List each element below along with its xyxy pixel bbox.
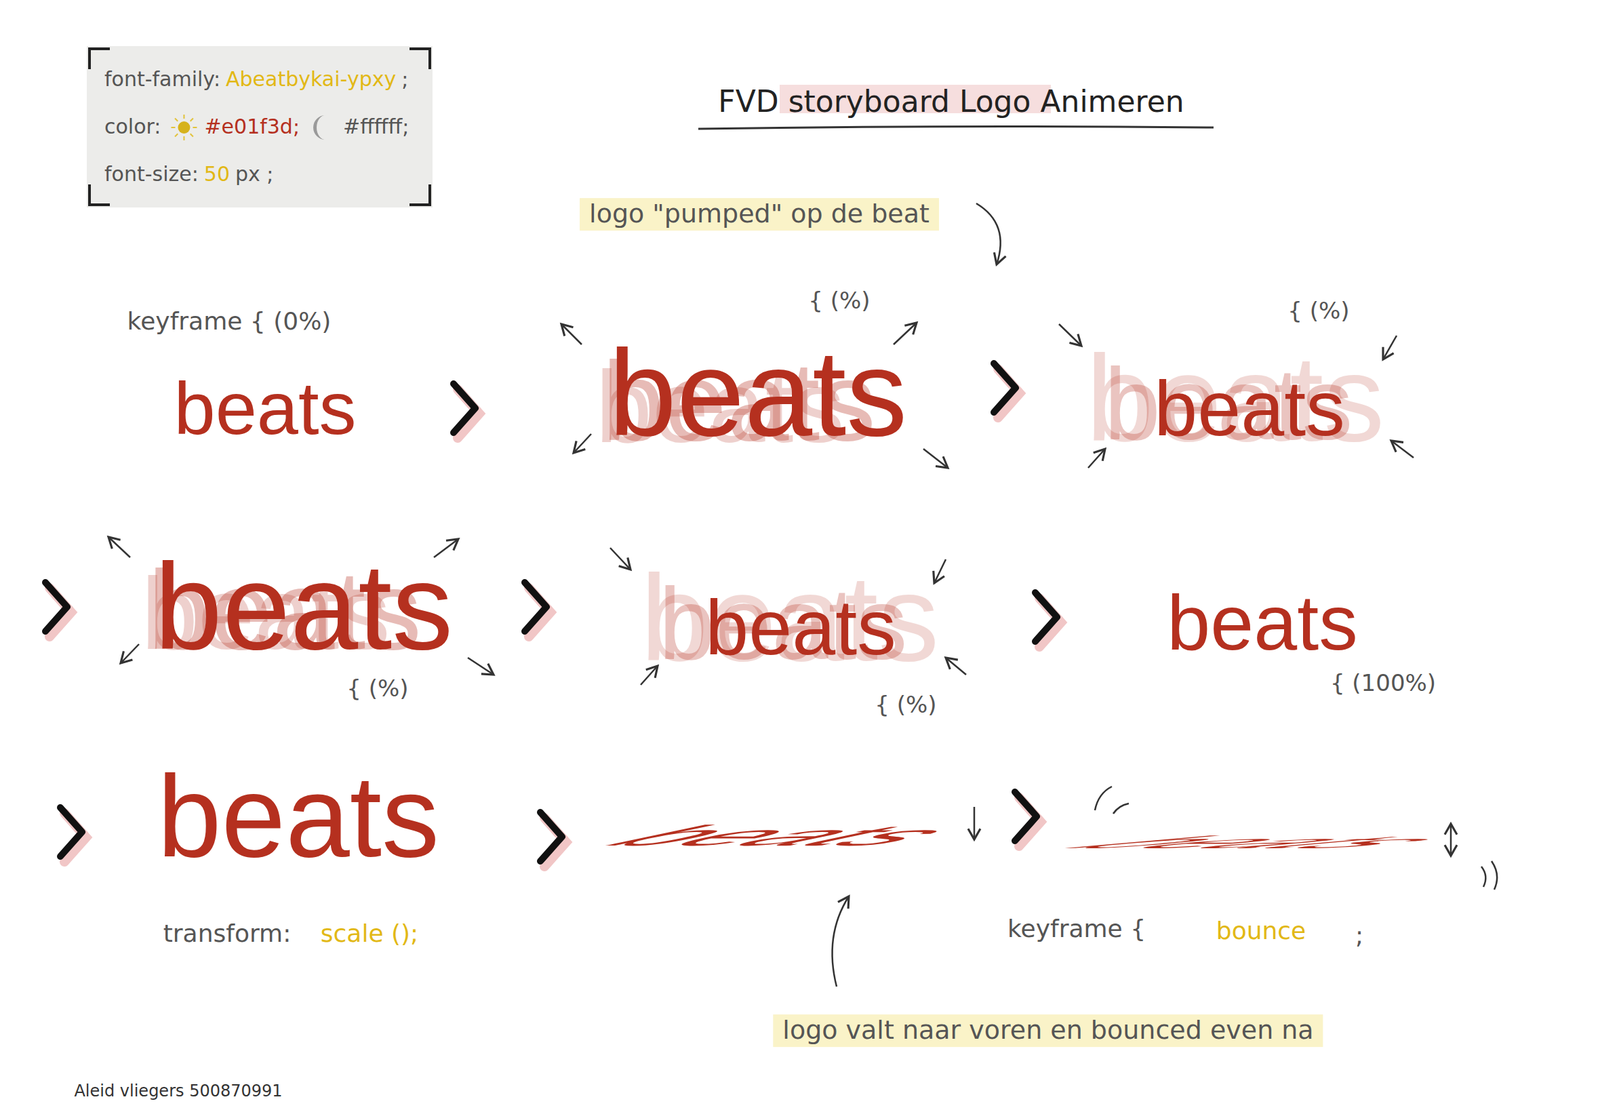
style-spec-box: font-family:Abeatbykai-ypxy; color: #e01f3… (86, 46, 433, 208)
code-property: color: (104, 115, 161, 139)
code-label: ; (1355, 921, 1364, 950)
logo-frame: beats (1153, 369, 1345, 448)
code-property: ; (401, 67, 409, 92)
title-underline (698, 126, 1214, 129)
sun-icon (170, 114, 197, 141)
note-arrow (976, 203, 1001, 265)
author: Aleid vliegers 500870991 (73, 1082, 283, 1102)
chevron (60, 807, 83, 857)
motion-line (1481, 866, 1486, 887)
code-value: Abeatbykai-ypxy (225, 67, 396, 92)
chevron (540, 812, 563, 862)
code-value: bounce (1216, 916, 1306, 945)
code-value: #e01f3d; (204, 115, 300, 139)
motion-arrow (610, 547, 631, 570)
logo-frame: beats (154, 545, 453, 668)
logo-frame: beats (608, 332, 908, 455)
logo-frame: beats (157, 758, 440, 874)
chevron (45, 582, 68, 632)
chevron (524, 582, 547, 632)
logo-fallen: beats (576, 821, 996, 851)
logo-frame: beats (1166, 583, 1358, 662)
code-label: keyframe { (1007, 914, 1146, 943)
keyframe-label: { (%) (874, 691, 937, 718)
logo-frame: beats (705, 588, 896, 667)
motion-arrow (1383, 335, 1397, 360)
note: logo "pumped" op de beat (579, 197, 939, 231)
motion-arrow (923, 448, 948, 468)
code-label: transform: (163, 919, 292, 948)
motion-arrow (1058, 324, 1082, 346)
code-property: font-size: (104, 162, 199, 187)
note: logo valt naar voren en bounced even na (772, 1014, 1323, 1047)
chevron (993, 363, 1016, 413)
motion-arrow (561, 324, 582, 345)
chevron (1014, 791, 1037, 841)
logo-bounce: beats (1027, 833, 1509, 851)
motion-arrow (108, 536, 131, 558)
motion-line (1113, 803, 1129, 814)
motion-arrow (945, 657, 967, 675)
chevron (1035, 592, 1057, 642)
motion-arrow (573, 433, 592, 453)
moon-icon (313, 115, 326, 140)
bounce-arrow (1450, 823, 1453, 856)
keyframe-label: keyframe { (0%) (127, 307, 332, 335)
corner-bracket (89, 48, 110, 70)
code-value: 50 (204, 162, 230, 187)
title: FVD storyboard Logo Animeren (717, 84, 1184, 120)
note-arrow (832, 896, 849, 987)
corner-bracket (409, 48, 430, 70)
motion-line (1094, 786, 1112, 811)
code-property: #ffffff; (343, 115, 409, 139)
chevron (453, 383, 476, 433)
code-property: font-family: (104, 67, 221, 92)
corner-bracket (409, 184, 430, 205)
logo-frame: beats (173, 370, 356, 446)
motion-line (1491, 861, 1497, 890)
keyframe-label: { (100%) (1330, 669, 1436, 697)
motion-arrow (1391, 440, 1414, 458)
motion-arrow (467, 657, 494, 675)
code-value: scale (); (320, 919, 419, 948)
code-property: px ; (235, 162, 274, 187)
corner-bracket (89, 184, 110, 205)
keyframe-label: { (%) (808, 287, 870, 314)
keyframe-label: { (%) (1287, 297, 1350, 325)
keyframe-label: { (%) (346, 675, 409, 702)
motion-arrow (120, 644, 139, 664)
